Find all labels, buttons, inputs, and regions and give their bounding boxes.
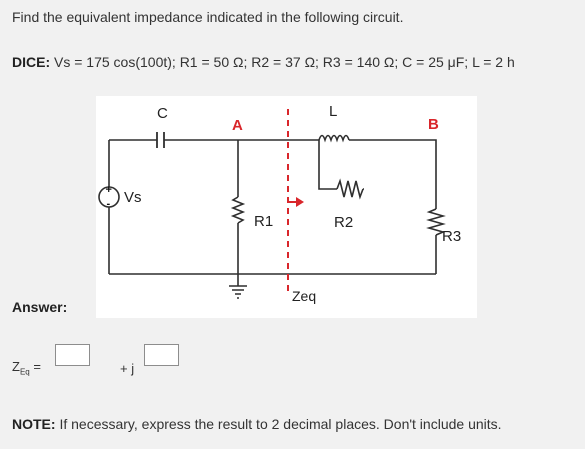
imaginary-part-input[interactable] bbox=[144, 344, 179, 366]
voltage-source-symbol bbox=[98, 186, 120, 208]
r1-label: R1 bbox=[254, 213, 273, 230]
capacitor-symbol bbox=[156, 132, 165, 148]
zeq-answer-label: ZEq = bbox=[12, 359, 41, 377]
note-text: NOTE: If necessary, express the result t… bbox=[12, 416, 502, 432]
circuit-diagram: + - C A L B Vs R1 R2 R3 Zeq bbox=[96, 96, 477, 318]
r2-symbol bbox=[336, 178, 364, 200]
real-part-input[interactable] bbox=[55, 344, 90, 366]
zeq-subscript: Eq bbox=[19, 367, 30, 377]
source-minus-sign: - bbox=[107, 198, 111, 210]
ground-symbol bbox=[229, 285, 247, 299]
source-plus-sign: + bbox=[106, 184, 112, 196]
imaginary-prefix: + j bbox=[120, 361, 135, 376]
dice-label: DICE: bbox=[12, 54, 51, 70]
node-b-label: B bbox=[428, 116, 439, 133]
r1-symbol bbox=[230, 196, 246, 224]
dice-values: Vs = 175 cos(100t); R1 = 50 Ω; R2 = 37 Ω… bbox=[54, 54, 515, 70]
source-label: Vs bbox=[124, 189, 142, 206]
r3-symbol bbox=[426, 208, 446, 236]
note-body: If necessary, express the result to 2 de… bbox=[59, 416, 502, 432]
r2-branch-left bbox=[318, 140, 337, 190]
capacitor-label: C bbox=[157, 105, 168, 122]
inductor-label: L bbox=[329, 103, 337, 120]
top-wire-right bbox=[349, 139, 437, 209]
zeq-equals: = bbox=[29, 359, 41, 374]
circuit-svg: + - C A L B Vs R1 R2 R3 Zeq bbox=[98, 103, 461, 304]
zeq-prefix: Z bbox=[12, 359, 20, 374]
r2-label: R2 bbox=[334, 214, 353, 231]
node-a-label: A bbox=[232, 117, 243, 134]
zeq-label: Zeq bbox=[292, 288, 316, 304]
answer-label: Answer: bbox=[12, 299, 68, 315]
inductor-symbol bbox=[318, 134, 350, 143]
question-text: Find the equivalent impedance indicated … bbox=[12, 9, 404, 25]
zeq-arrow-icon bbox=[296, 197, 304, 207]
note-label: NOTE: bbox=[12, 416, 56, 432]
r3-label: R3 bbox=[442, 228, 461, 245]
given-values: DICE: Vs = 175 cos(100t); R1 = 50 Ω; R2 … bbox=[12, 54, 515, 70]
